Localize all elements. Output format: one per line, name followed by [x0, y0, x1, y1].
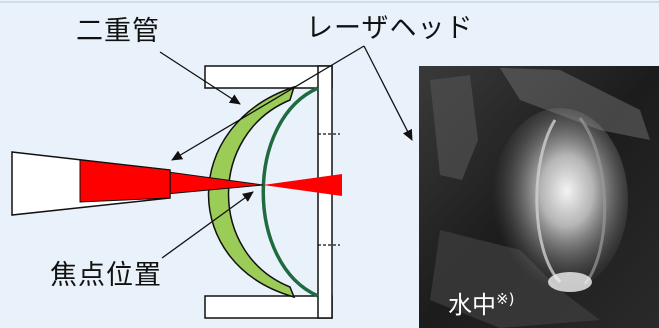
arrow-laser-head-photo: [363, 45, 413, 141]
laser-beam-in-nozzle: [79, 159, 171, 203]
photo-hot-spot: [548, 272, 592, 292]
label-double-tube: 二重管: [76, 16, 160, 47]
photo-caption-main: 水中: [448, 291, 496, 319]
outer-tube-arc: [207, 85, 296, 299]
inner-tube-arc: [261, 86, 319, 298]
photo-tube-rim-outer: [578, 117, 607, 285]
laser-beam-diverging: [263, 174, 342, 196]
label-laser-head: レーザヘッド: [306, 13, 474, 44]
arrow-double-tube: [159, 51, 241, 105]
photo-tube-rim: [535, 119, 562, 284]
lower-flange: [204, 295, 333, 319]
laser-head-housing: [204, 65, 340, 319]
photo-rock-texture: [500, 68, 650, 140]
label-focal-point: 焦点位置: [50, 260, 162, 291]
arrow-focal-point: [161, 191, 254, 259]
photo-caption: 水中※): [448, 290, 515, 319]
photo-left-structure: [430, 75, 478, 180]
arrow-laser-head: [171, 45, 365, 161]
photo-caption-note: ※): [496, 290, 515, 308]
underwater-photo: [419, 66, 659, 328]
photo-light-glow: [492, 108, 628, 292]
photo-lower-structure: [430, 230, 600, 328]
